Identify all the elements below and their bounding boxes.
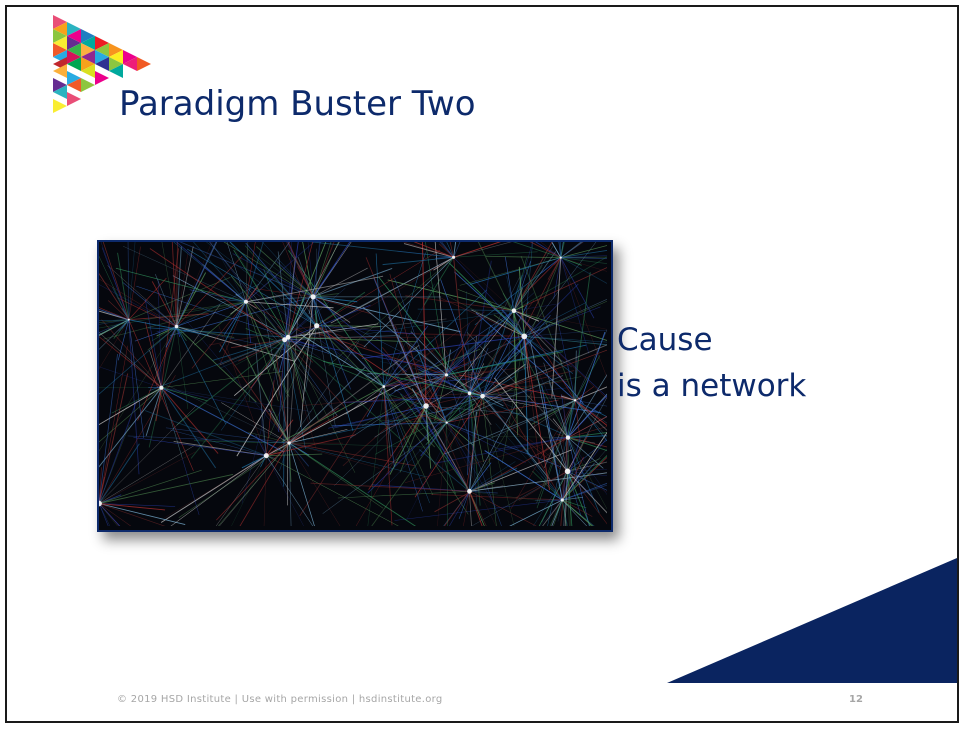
caption-line-2: is a network: [617, 368, 807, 404]
triangle-mosaic-logo-icon: [53, 15, 151, 113]
slide-caption: Cause is a network: [617, 317, 806, 409]
page-number: 12: [849, 694, 863, 705]
caption-line-1: Cause: [617, 322, 713, 358]
footer-copyright: © 2019 HSD Institute | Use with permissi…: [117, 694, 443, 705]
slide-title: Paradigm Buster Two: [119, 84, 476, 124]
corner-triangle: [667, 558, 957, 683]
network-image: [97, 240, 613, 532]
slide: Paradigm Buster Two Cause is a network ©…: [5, 5, 959, 723]
